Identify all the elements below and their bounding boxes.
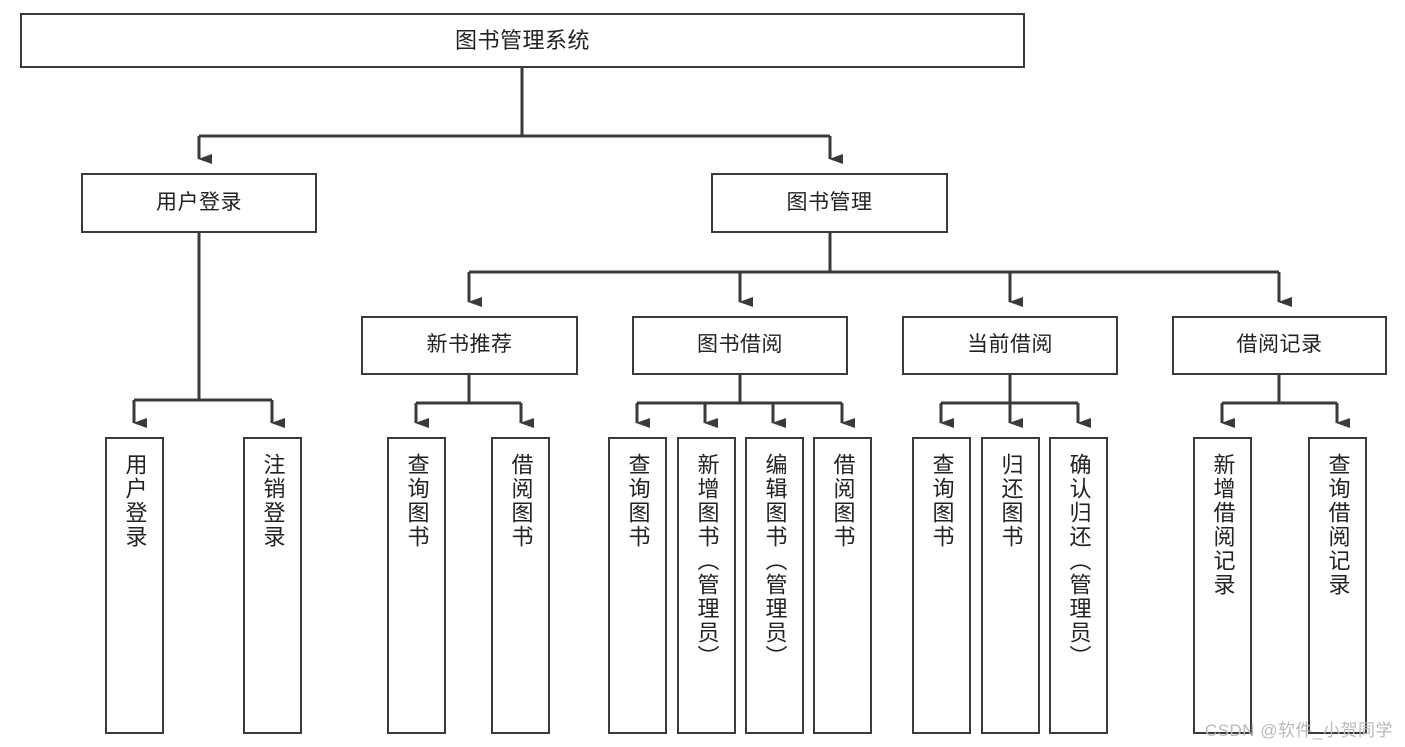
watermark-text: CSDN @软件_小贺同学 [1204,721,1393,740]
leaf-logout-login[interactable]: 注销登录 [243,437,302,734]
node-label: 借阅图书 [830,453,856,549]
node-label: 编辑图书（管理员） [762,453,788,669]
leaf-return-book[interactable]: 归还图书 [981,437,1040,734]
node-label: 查询图书 [404,453,430,549]
node-label: 用户登录 [122,453,148,549]
leaf-add-borrow-record[interactable]: 新增借阅记录 [1193,437,1252,734]
leaf-query-book-recommend[interactable]: 查询图书 [387,437,446,734]
node-label: 借阅图书 [508,453,534,549]
node-label: 查询借阅记录 [1325,453,1351,597]
leaf-edit-book[interactable]: 编辑图书（管理员） [745,437,804,734]
node-borrow-record[interactable]: 借阅记录 [1172,316,1387,375]
node-label: 用户登录 [156,190,242,214]
node-label: 查询图书 [929,453,955,549]
node-label: 借阅记录 [1236,333,1323,357]
node-label: 确认归还（管理员） [1066,453,1092,669]
leaf-add-book[interactable]: 新增图书（管理员） [677,437,736,734]
node-label: 归还图书 [998,453,1024,549]
node-user-login[interactable]: 用户登录 [81,173,317,233]
node-root-system[interactable]: 图书管理系统 [20,13,1025,68]
node-label: 图书借阅 [697,333,783,357]
node-label: 新书推荐 [426,333,513,357]
node-label: 当前借阅 [967,333,1053,357]
node-book-borrow[interactable]: 图书借阅 [632,316,848,375]
node-label: 新增借阅记录 [1210,453,1236,597]
node-label: 注销登录 [260,453,286,549]
leaf-user-login[interactable]: 用户登录 [105,437,164,734]
node-book-manage[interactable]: 图书管理 [711,173,948,233]
leaf-borrow-book[interactable]: 借阅图书 [813,437,872,734]
node-label: 图书管理系统 [454,27,590,53]
node-label: 查询图书 [625,453,651,549]
leaf-confirm-return[interactable]: 确认归还（管理员） [1049,437,1108,734]
node-new-book-recommend[interactable]: 新书推荐 [361,316,578,375]
node-label: 新增图书（管理员） [694,453,720,669]
leaf-query-book-current[interactable]: 查询图书 [912,437,971,734]
node-label: 图书管理 [786,190,873,214]
node-current-borrow[interactable]: 当前借阅 [902,316,1118,375]
leaf-query-book-borrow[interactable]: 查询图书 [608,437,667,734]
leaf-borrow-book-recommend[interactable]: 借阅图书 [491,437,550,734]
leaf-query-borrow-record[interactable]: 查询借阅记录 [1308,437,1367,734]
